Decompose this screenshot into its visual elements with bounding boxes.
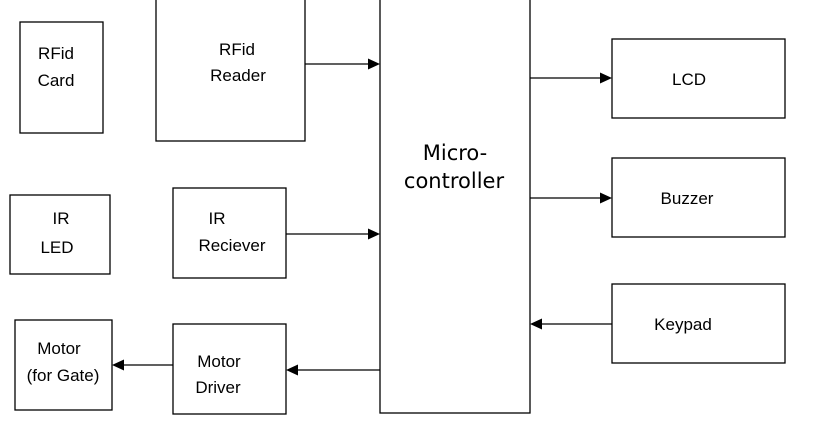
motor-driver-label-line1: Motor xyxy=(197,352,241,371)
motor-driver-box xyxy=(172,323,287,415)
connector-microcontroller-to-motor-driver xyxy=(286,364,380,376)
arrowhead-right-icon xyxy=(368,58,380,70)
lcd-block: LCD xyxy=(611,38,786,119)
motor-block: Motor (for Gate) xyxy=(14,319,113,411)
ir-led-box xyxy=(9,194,111,275)
connector-microcontroller-to-lcd xyxy=(530,72,612,84)
microcontroller-block: Micro- controller xyxy=(379,0,531,414)
arrowhead-right-icon xyxy=(368,228,380,240)
connector-microcontroller-to-buzzer xyxy=(530,192,612,204)
ir-receiver-block: IR Reciever xyxy=(172,187,287,279)
connector-motor-driver-to-motor xyxy=(112,359,173,371)
microcontroller-box xyxy=(379,0,531,414)
ir-receiver-label-line1: IR xyxy=(209,209,226,228)
lcd-box xyxy=(611,38,786,119)
rfid-card-block: RFid Card xyxy=(19,21,104,134)
microcontroller-label-line2: controller xyxy=(404,169,505,193)
microcontroller-label-line1: Micro- xyxy=(423,141,488,165)
ir-receiver-label-line2: Reciever xyxy=(198,236,265,255)
keypad-block: Keypad xyxy=(611,283,786,364)
motor-label-line1: Motor xyxy=(37,339,81,358)
rfid-reader-block: RFid Reader xyxy=(155,0,306,142)
rfid-card-box xyxy=(19,21,104,134)
arrowhead-right-icon xyxy=(600,72,612,84)
buzzer-block: Buzzer xyxy=(611,157,786,238)
ir-led-label-line1: IR xyxy=(53,209,70,228)
buzzer-label: Buzzer xyxy=(661,189,714,208)
rfid-reader-box xyxy=(155,0,306,142)
ir-receiver-box xyxy=(172,187,287,279)
motor-label-line2: (for Gate) xyxy=(27,366,100,385)
motor-driver-label-line2: Driver xyxy=(195,378,241,397)
ir-led-block: IR LED xyxy=(9,194,111,275)
buzzer-box xyxy=(611,157,786,238)
connector-ir-receiver-to-microcontroller xyxy=(286,228,380,240)
rfid-card-label-line2: Card xyxy=(38,71,75,90)
rfid-reader-label-line2: Reader xyxy=(210,66,266,85)
connector-keypad-to-microcontroller xyxy=(530,318,612,330)
keypad-label: Keypad xyxy=(654,315,712,334)
arrowhead-left-icon xyxy=(286,364,298,376)
arrowhead-left-icon xyxy=(112,359,124,371)
rfid-card-label-line1: RFid xyxy=(38,44,74,63)
arrowhead-left-icon xyxy=(530,318,542,330)
motor-driver-block: Motor Driver xyxy=(172,323,287,415)
lcd-label: LCD xyxy=(672,70,706,89)
arrowhead-right-icon xyxy=(600,192,612,204)
rfid-reader-label-line1: RFid xyxy=(219,40,255,59)
motor-box xyxy=(14,319,113,411)
connector-rfid-reader-to-microcontroller xyxy=(305,58,380,70)
ir-led-label-line2: LED xyxy=(40,238,73,257)
